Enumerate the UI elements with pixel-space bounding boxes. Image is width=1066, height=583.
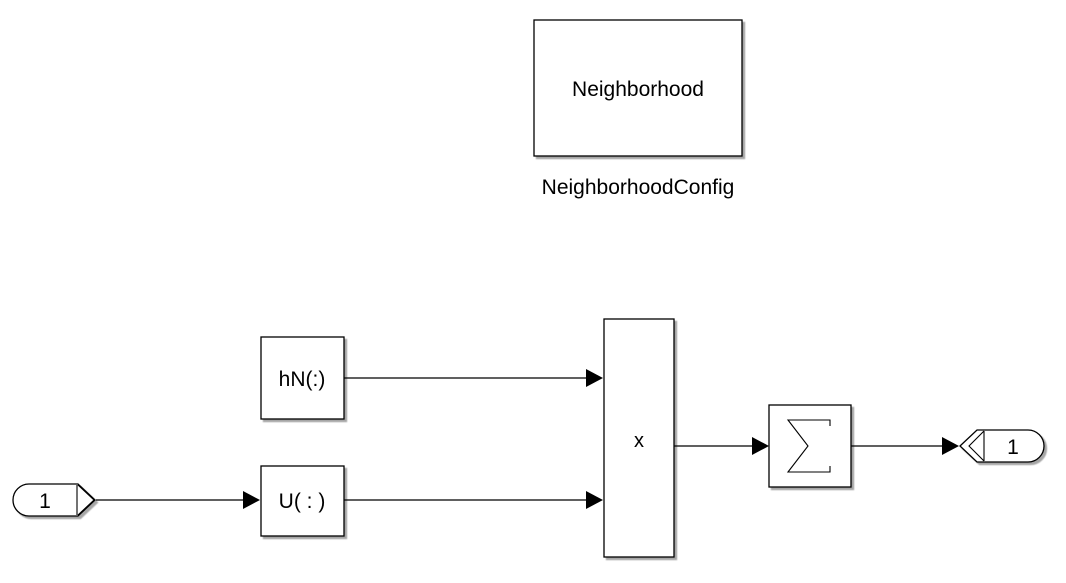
neighborhood-config-block[interactable]: Neighborhood	[533, 19, 743, 157]
reshape-block-label: U( : )	[279, 490, 326, 513]
neighborhood-config-label: Neighborhood	[572, 78, 704, 101]
inport-chevron-icon	[77, 484, 95, 516]
arrowhead-icon	[243, 491, 260, 509]
arrowhead-icon	[586, 491, 603, 509]
constant-block-label: hN(:)	[279, 368, 326, 391]
outport-chevron-icon	[968, 430, 985, 462]
arrowhead-icon	[942, 437, 959, 455]
constant-block[interactable]: hN(:)	[260, 336, 345, 420]
sum-block[interactable]	[768, 404, 852, 488]
sigma-icon	[786, 419, 831, 473]
reshape-block[interactable]: U( : )	[260, 465, 345, 537]
arrowheads	[243, 369, 959, 509]
arrowhead-icon	[752, 437, 769, 455]
signal-lines	[96, 377, 942, 501]
outport-number: 1	[1007, 436, 1019, 459]
inport-block[interactable]: 1	[12, 483, 96, 517]
neighborhood-config-caption: NeighborhoodConfig	[542, 176, 735, 199]
outport-block[interactable]: 1	[959, 429, 1045, 463]
inport-number: 1	[39, 490, 51, 513]
arrowhead-icon	[586, 369, 603, 387]
product-block-label: x	[634, 430, 644, 452]
product-block[interactable]: x	[603, 318, 675, 558]
